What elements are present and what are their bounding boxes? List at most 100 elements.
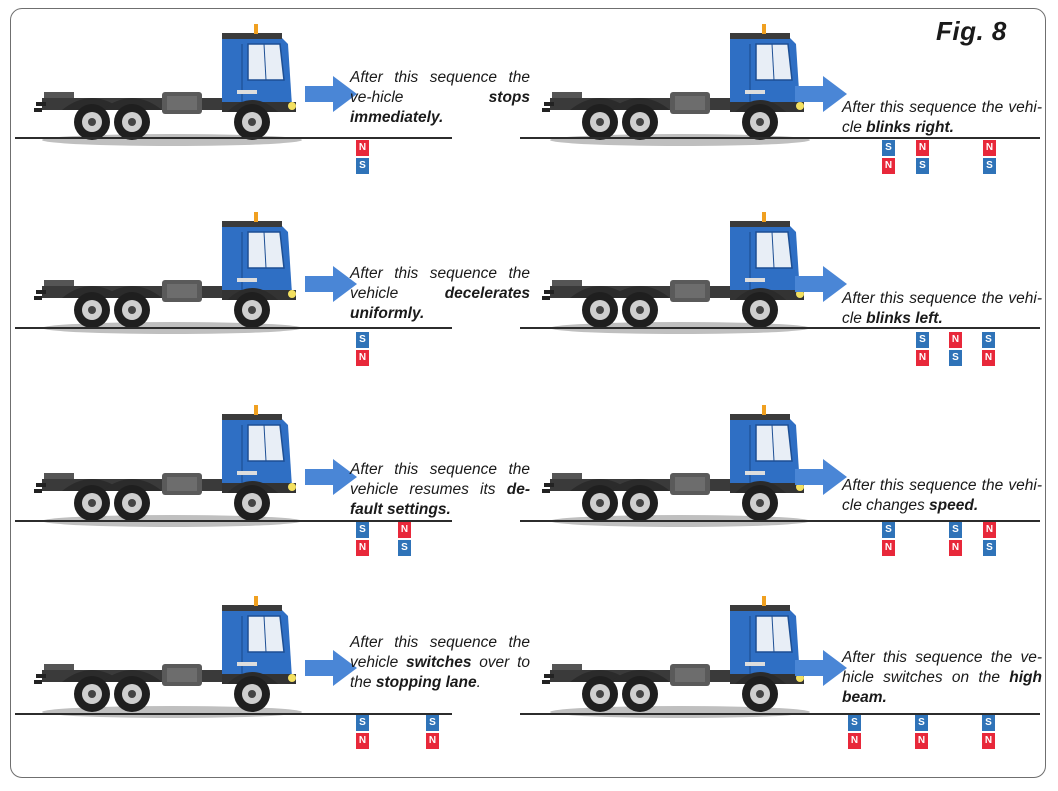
magnet-north-pole: N [356, 733, 369, 749]
magnet-north-pole: N [983, 140, 996, 156]
description-bold-text: speed. [929, 497, 979, 514]
right-arrow-icon [795, 76, 847, 112]
description-text: After this sequence the vehi-cle changes [842, 477, 1042, 514]
sequence-description: After this sequence the ve-hicle switche… [842, 648, 1042, 708]
magnet-south-pole: S [426, 715, 439, 731]
magnet-south-pole: S [356, 715, 369, 731]
description-text: After this sequence the vehicle [350, 265, 530, 302]
magnet-south-pole: S [983, 158, 996, 174]
magnet-north-pole: N [848, 733, 861, 749]
description-text: After this sequence the vehi-cle [842, 99, 1042, 136]
magnet-north-pole: N [982, 733, 995, 749]
description-bold-text: high beam. [842, 669, 1042, 706]
truck-illustration [541, 211, 810, 335]
truck-illustration [33, 404, 302, 528]
sequence-description: After this sequence the vehi-cle blinks … [842, 98, 1042, 138]
description-text: After this sequence the vehi-cle [842, 290, 1042, 327]
right-arrow-icon [795, 459, 847, 495]
description-text: After this sequence the ve-hicle [350, 69, 530, 106]
figure-title: Fig. 8 [936, 16, 1007, 46]
magnet-south-pole: S [916, 158, 929, 174]
truck-illustration [33, 211, 302, 335]
description-text: After this sequence the vehicle resumes … [350, 461, 530, 498]
figure-frame [10, 8, 1046, 778]
right-arrow-icon [795, 650, 847, 686]
ground-line [15, 713, 452, 715]
truck-illustration [33, 23, 302, 147]
description-text: . [476, 674, 481, 691]
sequence-description: After this sequence the vehicle resumes … [350, 460, 530, 520]
magnet-north-pole: N [916, 140, 929, 156]
magnet-south-pole: S [882, 522, 895, 538]
magnet-south-pole: S [982, 715, 995, 731]
magnet-south-pole: S [982, 332, 995, 348]
magnet-north-pole: N [356, 140, 369, 156]
magnet-south-pole: S [949, 350, 962, 366]
magnet-north-pole: N [915, 733, 928, 749]
magnet-south-pole: S [916, 332, 929, 348]
magnet-south-pole: S [983, 540, 996, 556]
right-arrow-icon [795, 266, 847, 302]
magnet-north-pole: N [426, 733, 439, 749]
magnet-south-pole: S [356, 158, 369, 174]
magnet-south-pole: S [398, 540, 411, 556]
description-bold-text: decelerates uniformly. [350, 285, 530, 322]
magnet-north-pole: N [882, 540, 895, 556]
magnet-south-pole: S [848, 715, 861, 731]
truck-illustration [541, 404, 810, 528]
description-bold-text: switches [405, 654, 472, 671]
magnet-south-pole: S [356, 332, 369, 348]
ground-line [15, 520, 452, 522]
magnet-north-pole: N [356, 350, 369, 366]
ground-line [15, 327, 452, 329]
magnet-south-pole: S [949, 522, 962, 538]
magnet-north-pole: N [356, 540, 369, 556]
ground-line [520, 327, 1040, 329]
sequence-description: After this sequence the vehicle decelera… [350, 264, 530, 324]
description-bold-text: stopping lane [375, 674, 477, 691]
truck-illustration [541, 595, 810, 719]
truck-illustration [541, 23, 810, 147]
ground-line [520, 137, 1040, 139]
magnet-south-pole: S [356, 522, 369, 538]
ground-line [520, 520, 1040, 522]
magnet-north-pole: N [949, 540, 962, 556]
magnet-south-pole: S [882, 140, 895, 156]
sequence-description: After this sequence the ve-hicle stops i… [350, 68, 530, 128]
description-bold-text: blinks right. [866, 119, 954, 136]
truck-illustration [33, 595, 302, 719]
description-bold-text: blinks left. [866, 310, 943, 327]
description-bold-text: de-fault settings. [350, 481, 530, 518]
sequence-description: After this sequence the vehi-cle blinks … [842, 289, 1042, 329]
magnet-north-pole: N [916, 350, 929, 366]
magnet-north-pole: N [982, 350, 995, 366]
ground-line [520, 713, 1040, 715]
magnet-north-pole: N [398, 522, 411, 538]
description-text: After this sequence the vehicle [350, 634, 530, 671]
description-bold-text: stops immediately. [350, 89, 530, 126]
magnet-south-pole: S [915, 715, 928, 731]
magnet-north-pole: N [983, 522, 996, 538]
ground-line [15, 137, 452, 139]
sequence-description: After this sequence the vehicle switches… [350, 633, 530, 693]
description-text: After this sequence the ve-hicle switche… [842, 649, 1042, 686]
magnet-north-pole: N [882, 158, 895, 174]
